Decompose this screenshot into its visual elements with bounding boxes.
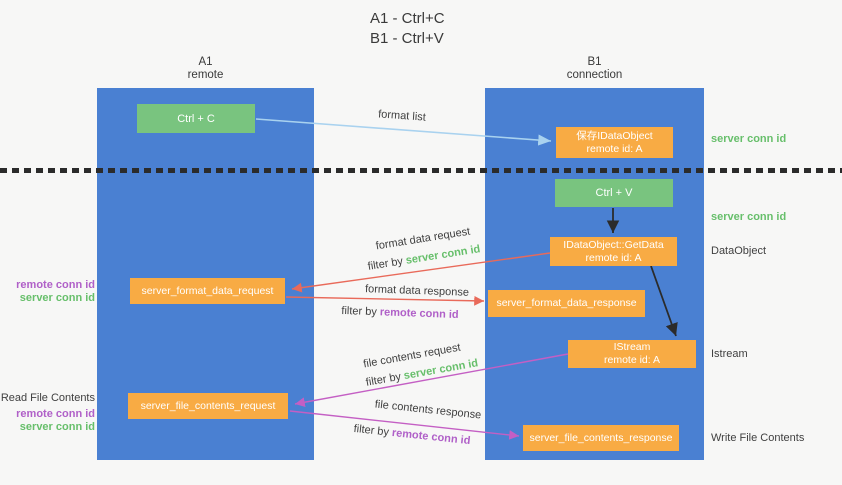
node-server-file-contents-response-label: server_file_contents_response: [529, 431, 673, 444]
label-istream: Istream: [711, 348, 748, 360]
node-server-file-contents-request-label: server_file_contents_request: [140, 399, 276, 412]
filter-key-server-conn-id: server conn id: [404, 243, 482, 267]
lane-a-subtitle: remote: [187, 69, 224, 81]
node-server-format-data-request: server_format_data_request: [130, 278, 285, 304]
label-write-file-contents: Write File Contents: [711, 432, 805, 444]
node-server-file-contents-response: server_file_contents_response: [523, 425, 679, 451]
label-format-data-response: format data response: [364, 283, 470, 299]
node-istream-line1: IStream: [613, 341, 651, 353]
lane-b-header: B1 connection: [485, 56, 704, 82]
node-istream: IStream remote id: A: [568, 340, 696, 368]
label-file-contents-response: file contents response: [374, 398, 482, 422]
label-server-conn-id-format: server conn id: [19, 292, 95, 304]
lane-a-header: A1 remote: [97, 56, 314, 82]
label-read-file-contents: Read File Contents: [0, 392, 95, 404]
node-ctrl-v: Ctrl + V: [555, 179, 673, 207]
filter-key-remote-conn-id: remote conn id: [391, 426, 471, 448]
title-line-1: A1 - Ctrl+C: [370, 10, 445, 27]
label-server-conn-id-file: server conn id: [19, 421, 95, 433]
filter-by-text: filter by: [353, 422, 390, 439]
node-server-file-contents-request: server_file_contents_request: [128, 393, 288, 419]
node-istream-line2: remote id: A: [603, 354, 661, 366]
label-dataobject: DataObject: [711, 245, 767, 257]
node-idataobject-getdata-line2: remote id: A: [585, 251, 642, 264]
filter-key-remote-conn-id: remote conn id: [379, 306, 459, 322]
title-line-2: B1 - Ctrl+V: [370, 30, 444, 47]
node-save-idataobject-line1: 保存IDataObject: [576, 129, 653, 142]
label-server-conn-id-top: server conn id: [711, 133, 787, 145]
filter-by-text: filter by: [341, 304, 378, 319]
diagram-title: A1 - Ctrl+C B1 - Ctrl+V: [370, 9, 445, 49]
node-save-idataobject-line2: remote id: A: [586, 142, 643, 155]
lane-a-name: A1: [198, 56, 213, 68]
lane-b-name: B1: [587, 56, 602, 68]
node-idataobject-getdata-line1: IDataObject::GetData: [563, 238, 664, 251]
label-server-conn-id-mid: server conn id: [711, 211, 787, 223]
node-server-format-data-response: server_format_data_response: [488, 290, 645, 317]
node-save-idataobject: 保存IDataObject remote id: A: [556, 127, 673, 158]
node-ctrl-c: Ctrl + C: [137, 104, 255, 133]
filter-by-text: filter by: [366, 255, 404, 273]
filter-by-text: filter by: [364, 370, 402, 389]
node-server-format-data-request-label: server_format_data_request: [141, 284, 274, 297]
label-remote-conn-id-file: remote conn id: [16, 408, 95, 420]
node-idataobject-getdata: IDataObject::GetData remote id: A: [550, 237, 677, 266]
label-format-list: format list: [377, 108, 427, 124]
lane-b-subtitle: connection: [566, 69, 623, 81]
node-server-format-data-response-label: server_format_data_response: [496, 297, 637, 309]
node-ctrl-c-label: Ctrl + C: [177, 112, 215, 125]
label-remote-conn-id-format: remote conn id: [16, 279, 95, 291]
node-ctrl-v-label: Ctrl + V: [595, 187, 633, 199]
machine-boundary-dotted-line: [0, 168, 842, 173]
